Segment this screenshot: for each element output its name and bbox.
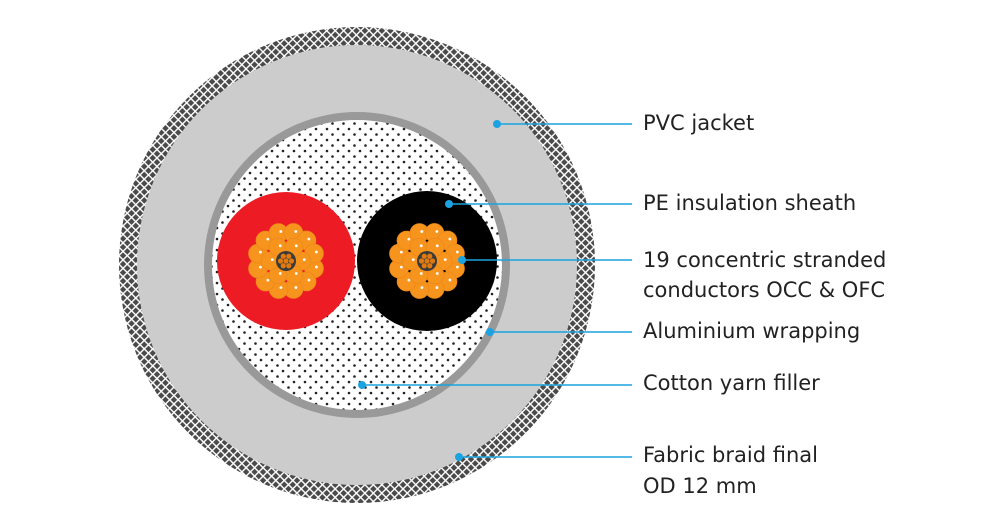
strand-highlight: [420, 286, 424, 290]
strand-highlight: [448, 278, 452, 282]
strand-highlight: [435, 230, 439, 233]
strand-highlight: [270, 258, 274, 262]
label-cotton-filler: Cotton yarn filler: [643, 371, 820, 395]
strand-highlight: [435, 272, 439, 275]
core-strand: [421, 263, 427, 269]
leader-dot-conductors: [458, 256, 466, 264]
strand-highlight: [279, 286, 283, 290]
strand-highlight: [411, 258, 415, 262]
strand-highlight: [443, 258, 447, 262]
strand-highlight: [420, 230, 424, 233]
strand-highlight: [294, 244, 298, 248]
core-strand: [429, 258, 436, 264]
black-conductor: [357, 191, 497, 331]
core-strand: [288, 258, 295, 264]
leader-lines: [358, 120, 632, 461]
strand-highlight: [456, 265, 459, 269]
strand-highlight: [448, 237, 452, 241]
strand-highlight: [314, 250, 318, 254]
strand-highlight: [435, 244, 439, 248]
core-strand: [421, 253, 427, 259]
core-strand: [418, 258, 425, 264]
strand-highlight: [419, 272, 423, 275]
strand-highlight: [419, 244, 423, 248]
strand-highlight: [307, 237, 311, 241]
core-strand: [277, 258, 284, 264]
strand-highlight: [294, 230, 298, 233]
strand-highlight: [266, 237, 270, 241]
label-pe-insulation: PE insulation sheath: [643, 191, 856, 215]
strand-highlight: [258, 265, 262, 269]
label-conductors-line2: conductors OCC & OFC: [643, 278, 885, 302]
leader-dot-pvc: [493, 120, 501, 128]
strand-highlight: [307, 278, 311, 282]
core-strand: [280, 263, 286, 269]
core-strand: [286, 263, 292, 269]
core-strand: [427, 253, 433, 259]
label-pvc-jacket: PVC jacket: [643, 111, 754, 135]
core-strand: [283, 258, 289, 264]
strand-highlight: [399, 250, 403, 254]
core-strand: [424, 258, 430, 264]
strand-highlight: [294, 286, 298, 289]
leader-dot-cotton: [358, 381, 366, 389]
label-fabric-braid-line1: Fabric braid final: [643, 443, 818, 467]
label-conductors-line1: 19 concentric stranded: [643, 248, 886, 272]
strand-highlight: [266, 278, 270, 282]
core-strand: [286, 253, 292, 259]
strand-highlight: [258, 250, 262, 254]
leader-dot-aluminium: [486, 328, 494, 336]
leader-dot-braid: [455, 453, 463, 461]
strand-highlight: [315, 265, 318, 269]
strand-highlight: [279, 230, 283, 233]
leader-dot-pe: [445, 200, 453, 208]
core-strand: [280, 253, 286, 259]
strand-highlight: [435, 286, 439, 289]
label-fabric-braid-line2: OD 12 mm: [643, 474, 757, 498]
strand-highlight: [294, 272, 298, 275]
strand-highlight: [278, 272, 282, 275]
label-aluminium-wrapping: Aluminium wrapping: [643, 319, 860, 343]
strand-highlight: [399, 265, 403, 269]
red-conductor: [217, 192, 355, 330]
strand-highlight: [278, 244, 282, 248]
core-strand: [427, 263, 433, 269]
strand-highlight: [407, 278, 411, 282]
strand-highlight: [302, 258, 306, 262]
strand-highlight: [407, 237, 411, 241]
strand-highlight: [455, 250, 459, 254]
